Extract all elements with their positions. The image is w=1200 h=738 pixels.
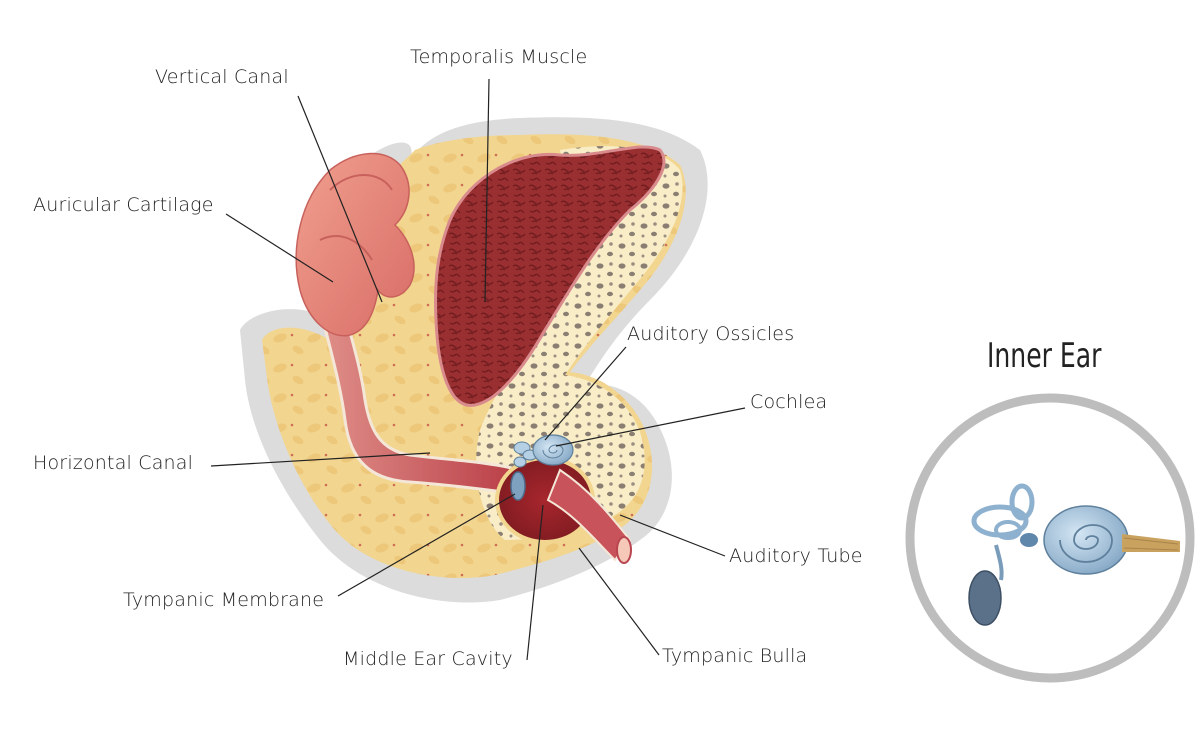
auricular-cartilage-label: Auricular Cartilage	[33, 194, 214, 216]
auditory-tube-label: Auditory Tube	[729, 545, 863, 567]
auricular-cartilage	[295, 152, 415, 337]
tympanic-membrane-label: Tympanic Membrane	[123, 589, 325, 611]
vertical-canal-label: Vertical Canal	[155, 66, 289, 88]
temporalis-muscle-label: Temporalis Muscle	[410, 46, 588, 68]
middle-ear-cavity-label: Middle Ear Cavity	[343, 648, 513, 670]
inner-ear-inset	[905, 393, 1195, 683]
temporalis-muscle	[434, 145, 666, 407]
tympanic-membrane	[510, 471, 526, 501]
cochlea-label: Cochlea	[750, 391, 828, 413]
tympanic-bulla-label: Tympanic Bulla	[662, 645, 808, 667]
inner-ear-title: Inner Ear	[987, 336, 1102, 376]
auditory-ossicles-label: Auditory Ossicles	[627, 323, 795, 345]
cochlea	[532, 434, 574, 466]
horizontal-canal-label: Horizontal Canal	[33, 452, 194, 474]
spongy-bone	[476, 146, 683, 540]
leader-lines	[210, 78, 746, 661]
